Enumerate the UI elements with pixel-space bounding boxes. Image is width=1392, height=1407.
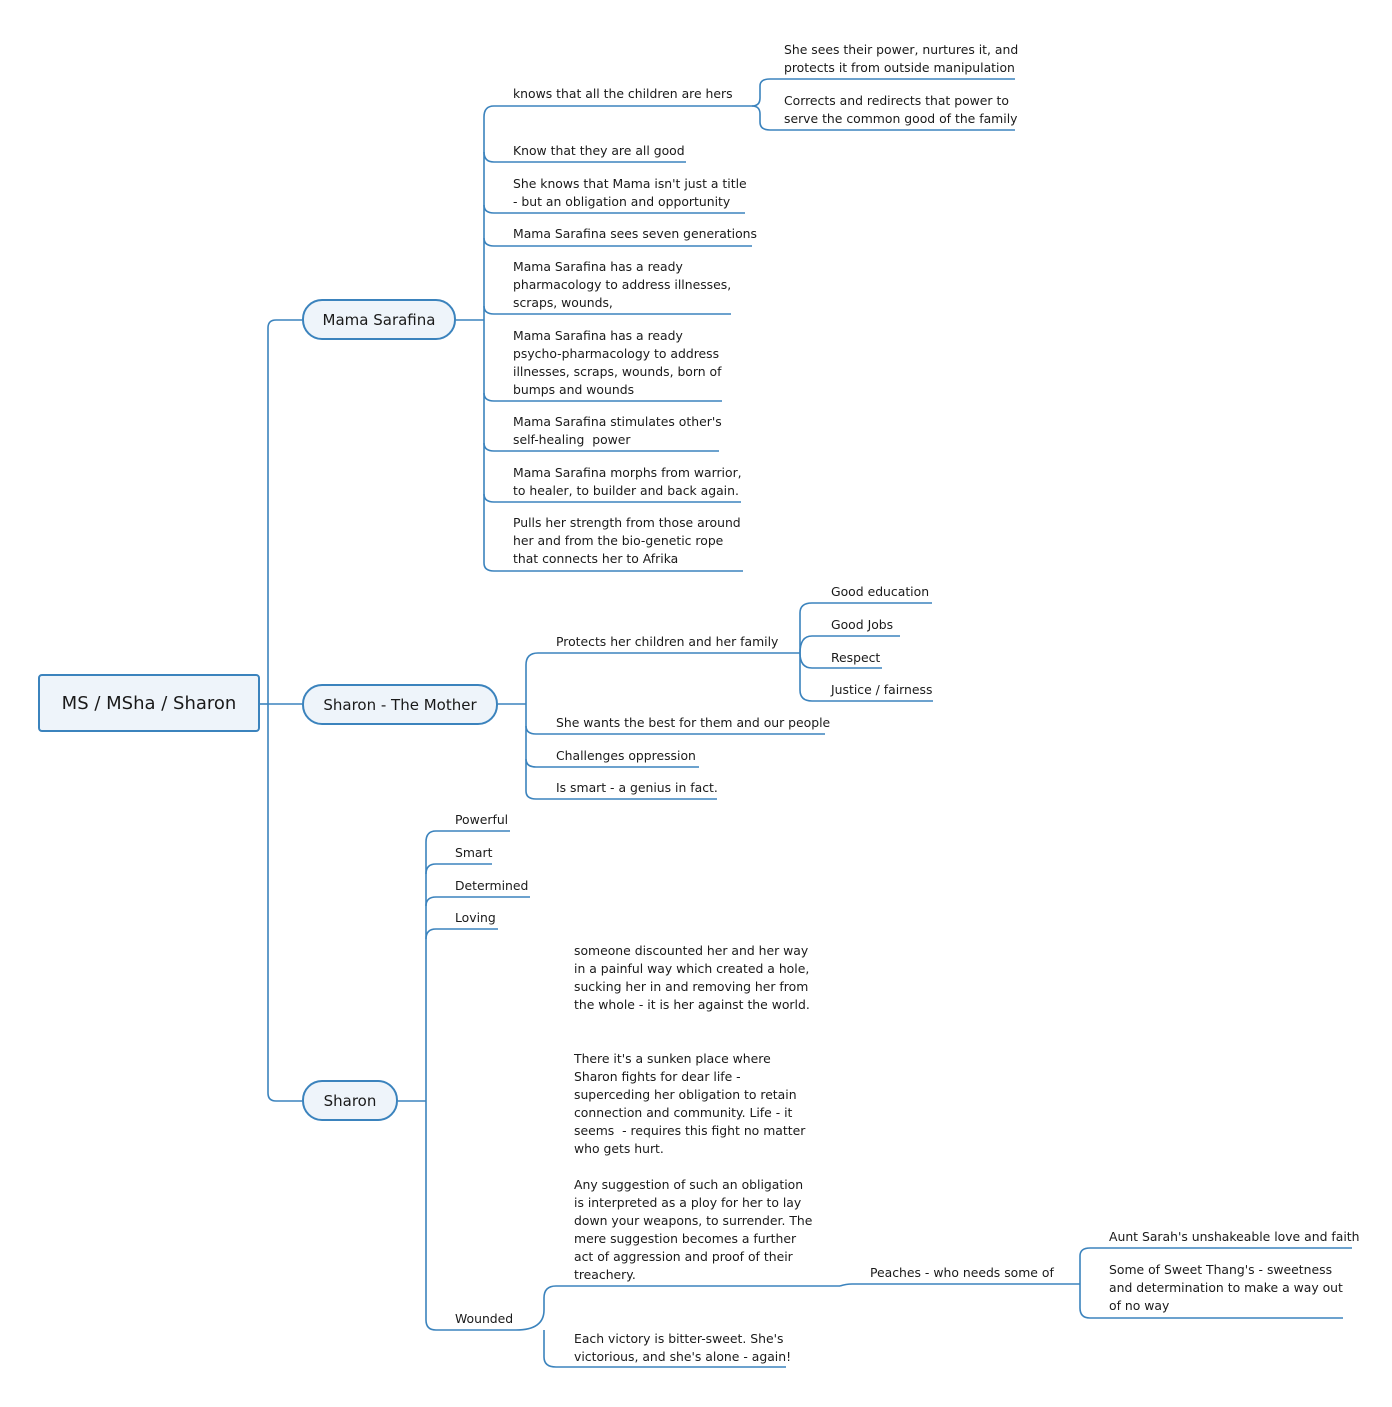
subtopic[interactable]: Good Jobs — [831, 617, 894, 632]
topic-sharon[interactable]: Sharon — [302, 1080, 398, 1121]
subtopic[interactable]: Corrects and redirects that power to ser… — [784, 93, 1018, 126]
subtopic[interactable]: Some of Sweet Thang's - sweetness and de… — [1109, 1262, 1343, 1313]
subtopic[interactable]: Determined — [455, 878, 529, 893]
subtopic[interactable]: someone discounted her and her way in a … — [574, 943, 810, 1012]
subtopic[interactable]: Wounded — [455, 1311, 514, 1326]
subtopic[interactable]: She wants the best for them and our peop… — [556, 715, 831, 730]
subtopic[interactable]: Mama Sarafina sees seven generations — [513, 226, 757, 241]
topic-sharon-the-mother[interactable]: Sharon - The Mother — [302, 684, 498, 725]
subtopic[interactable]: Mama Sarafina has a ready psycho-pharmac… — [513, 328, 722, 397]
central-topic[interactable]: MS / MSha / Sharon — [38, 674, 260, 732]
subtopic[interactable]: There it's a sunken place where Sharon f… — [574, 1051, 806, 1156]
subtopic[interactable]: Smart — [455, 845, 493, 860]
subtopic[interactable]: Pulls her strength from those around her… — [513, 515, 741, 566]
subtopic[interactable]: Good education — [831, 584, 930, 599]
subtopic[interactable]: Any suggestion of such an obligation is … — [574, 1177, 813, 1282]
subtopic[interactable]: She knows that Mama isn't just a title -… — [513, 176, 747, 209]
subtopic[interactable]: Justice / fairness — [831, 682, 933, 697]
subtopic[interactable]: Is smart - a genius in fact. — [556, 780, 718, 795]
subtopic[interactable]: Respect — [831, 650, 881, 665]
subtopic[interactable]: knows that all the children are hers — [513, 86, 733, 101]
subtopic[interactable]: She sees their power, nurtures it, and p… — [784, 42, 1019, 75]
subtopic[interactable]: Powerful — [455, 812, 509, 827]
subtopic[interactable]: Aunt Sarah's unshakeable love and faith — [1109, 1229, 1360, 1244]
subtopic[interactable]: Mama Sarafina has a ready pharmacology t… — [513, 259, 732, 310]
subtopic[interactable]: Peaches - who needs some of — [870, 1265, 1054, 1280]
subtopic[interactable]: Challenges oppression — [556, 748, 696, 763]
subtopic[interactable]: Mama Sarafina morphs from warrior, to he… — [513, 465, 742, 498]
subtopic[interactable]: Protects her children and her family — [556, 634, 779, 649]
subtopic[interactable]: Know that they are all good — [513, 143, 685, 158]
subtopic[interactable]: Mama Sarafina stimulates other's self-he… — [513, 414, 722, 447]
subtopic[interactable]: Each victory is bitter-sweet. She's vict… — [574, 1331, 792, 1364]
topic-mama-sarafina[interactable]: Mama Sarafina — [302, 299, 456, 340]
subtopic[interactable]: Loving — [455, 910, 496, 925]
